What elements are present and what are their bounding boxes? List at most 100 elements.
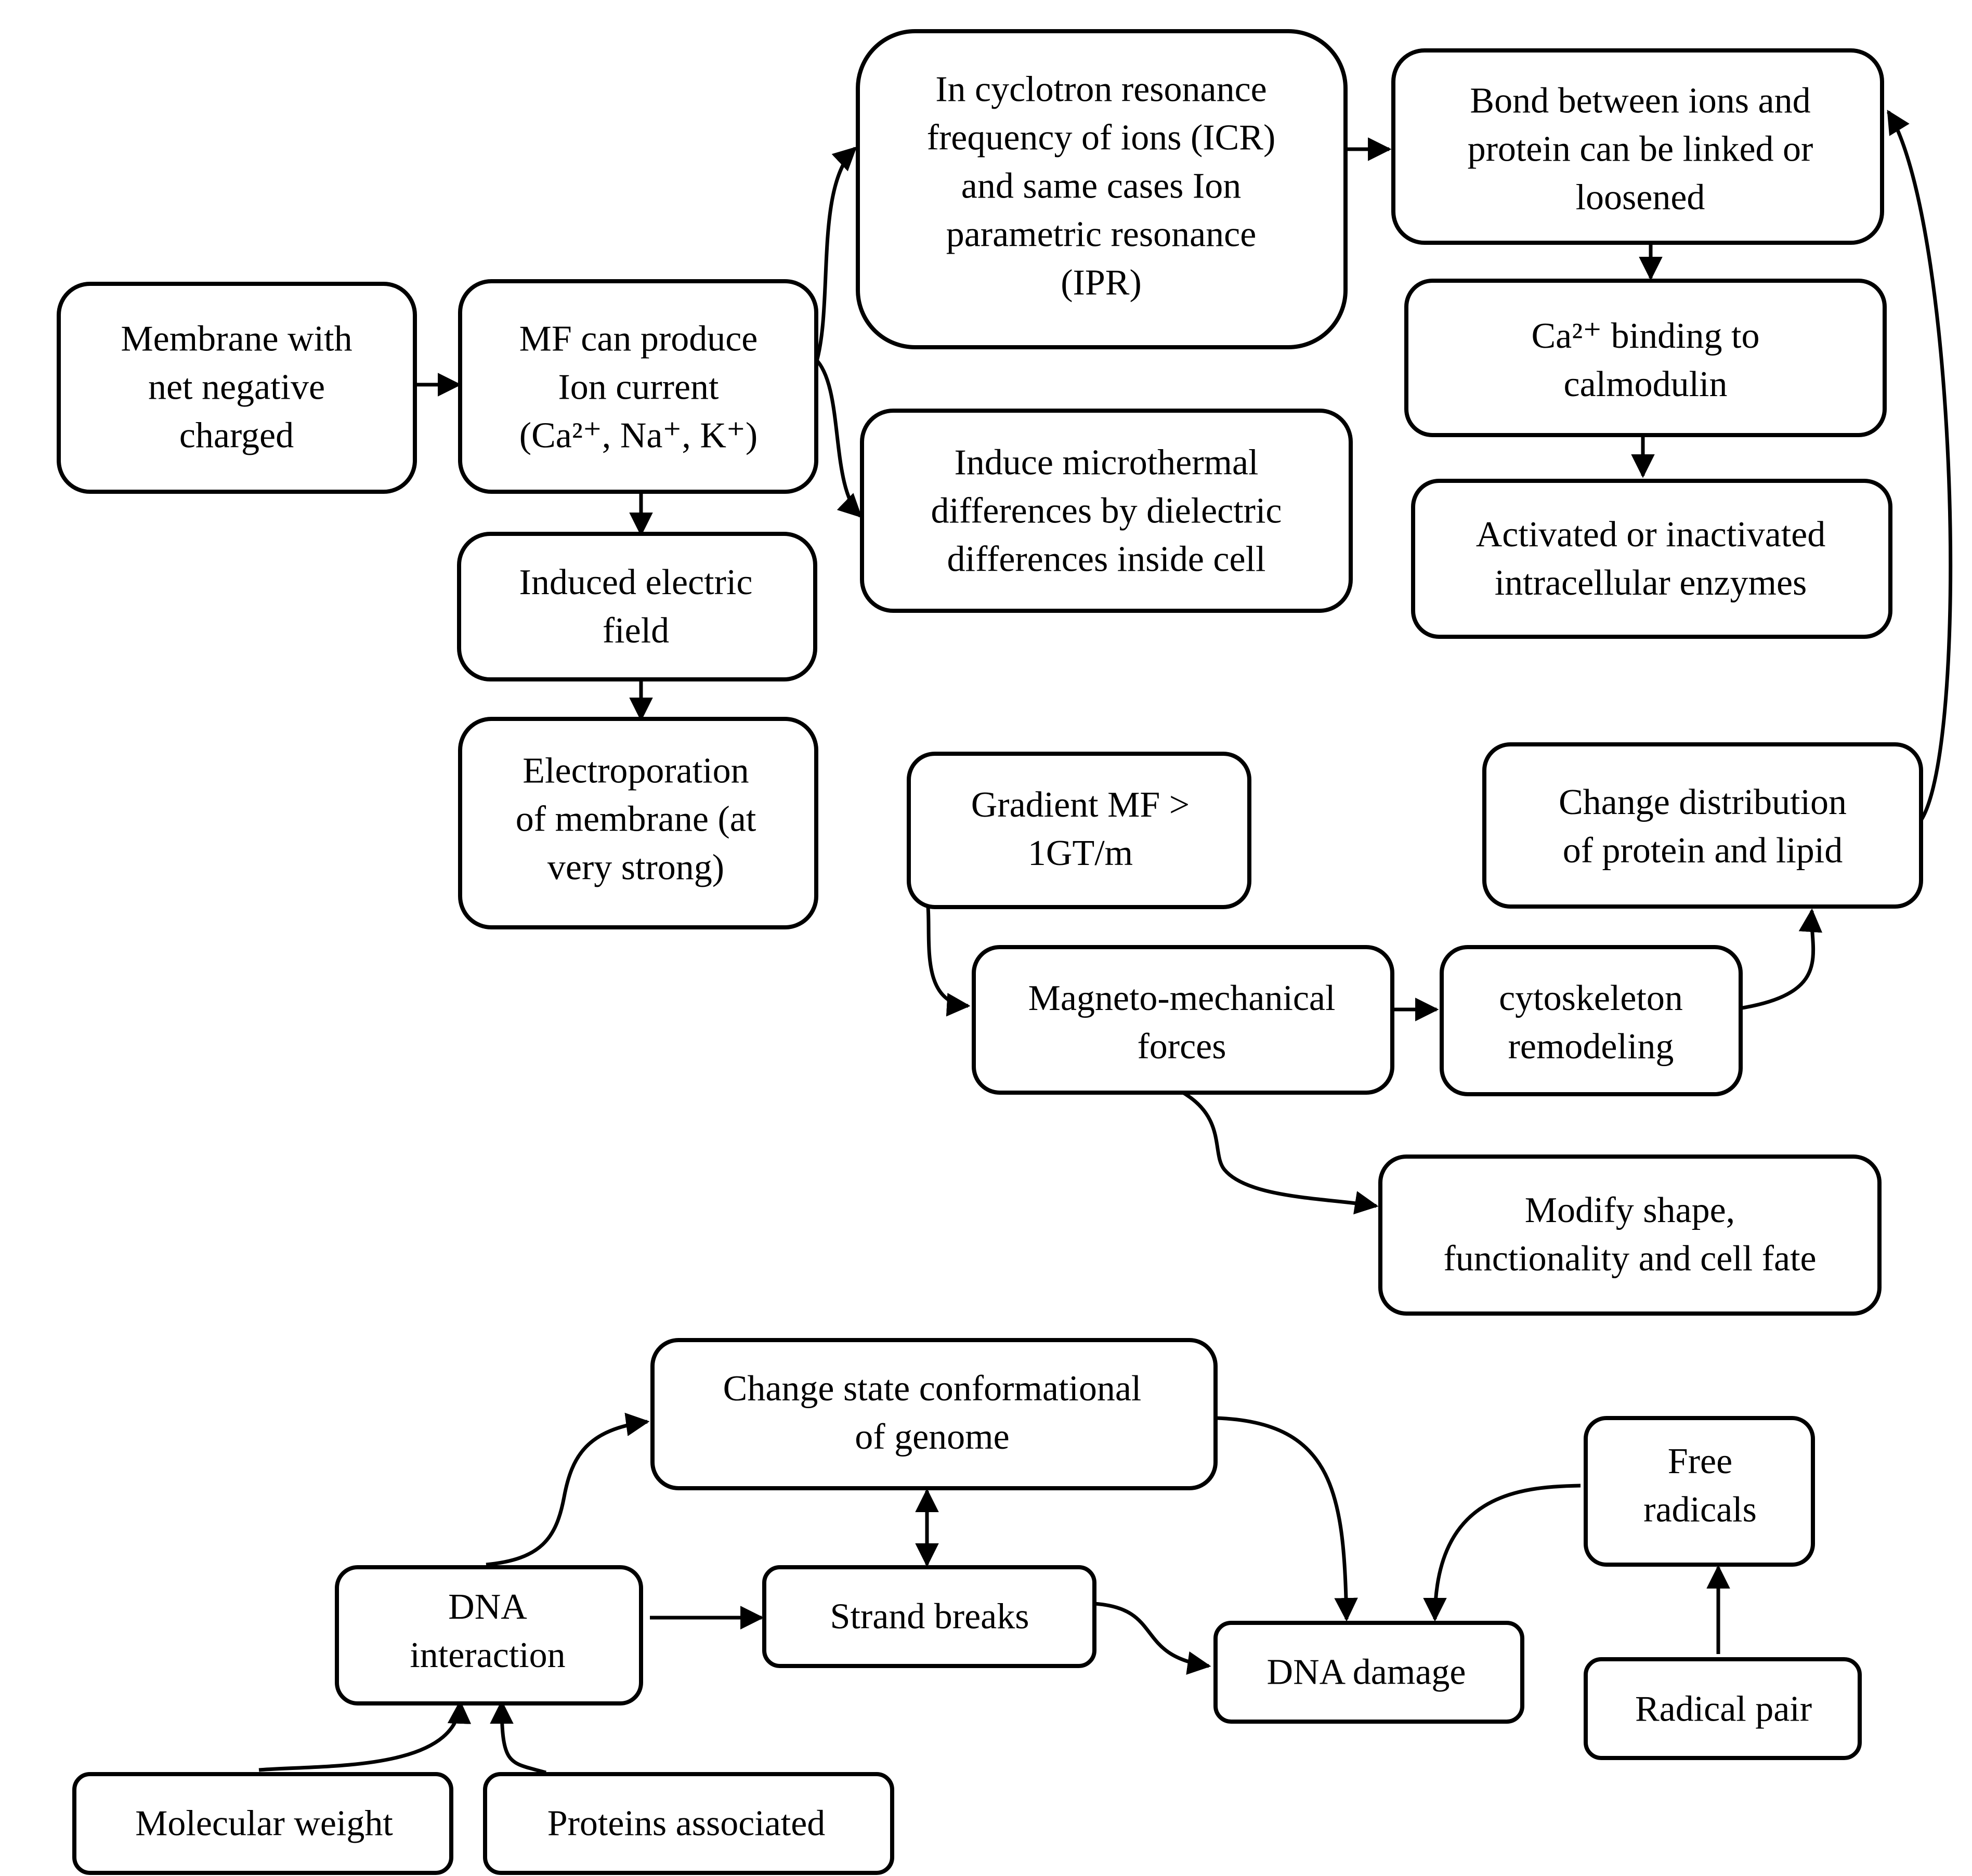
node-box <box>1404 279 1887 437</box>
node-label-line: Induce microthermal <box>954 443 1258 483</box>
node-label-line: intracellular enzymes <box>1495 563 1807 603</box>
node-label-line: and same cases Ion <box>961 166 1241 206</box>
node-box <box>1213 1621 1524 1724</box>
node-box <box>72 1772 453 1875</box>
node-dna-interaction: DNA interaction <box>335 1565 643 1706</box>
node-label-line: DNA <box>448 1587 527 1627</box>
node-label-line: interaction <box>410 1635 565 1675</box>
node-label-line: Electroporation <box>523 751 749 791</box>
node-box <box>907 752 1251 909</box>
node-label-line: Gradient MF > <box>971 785 1190 825</box>
node-box <box>762 1565 1096 1668</box>
node-box <box>1584 1657 1862 1760</box>
node-intracellular-enzymes: Activated or inactivated intracellular en… <box>1411 479 1892 639</box>
node-radical-pair: Radical pair <box>1584 1657 1862 1760</box>
node-label-line: of genome <box>855 1417 1009 1457</box>
node-modify-shape: Modify shape, functionality and cell fate <box>1378 1155 1882 1316</box>
node-box <box>972 945 1394 1095</box>
node-label-line: (IPR) <box>1061 263 1142 303</box>
node-box <box>483 1772 894 1875</box>
node-label-line: Activated or inactivated <box>1476 515 1826 555</box>
node-label-line: Change distribution <box>1559 782 1847 822</box>
node-label-line: Change state conformational <box>723 1369 1142 1409</box>
edge-mf-to-microthermal <box>814 357 863 518</box>
node-label-line: Molecular weight <box>135 1804 393 1844</box>
node-box <box>1440 945 1743 1096</box>
edge-strand-breaks-to-dna-damage <box>1094 1602 1211 1675</box>
node-conformational-genome: Change state conformational of genome <box>650 1338 1218 1490</box>
node-label-line: field <box>603 611 669 651</box>
node-membrane: Membrane with net negative charged <box>57 282 417 494</box>
node-label-line: differences inside cell <box>947 540 1266 580</box>
node-label-line: differences by dielectric <box>931 491 1282 531</box>
node-box <box>1584 1416 1815 1567</box>
edge-mf-to-cyclotron <box>813 146 857 368</box>
node-box <box>650 1338 1218 1490</box>
edge-proteins-associated-to-dna-interaction <box>490 1700 546 1775</box>
node-label-line: functionality and cell fate <box>1443 1239 1816 1279</box>
node-box <box>335 1565 643 1706</box>
node-label-line: Induced electric <box>519 562 753 602</box>
edge-cytoskeleton-to-change-distribution <box>1739 908 1823 1011</box>
node-gradient-mf: Gradient MF > 1GT/m <box>907 752 1251 909</box>
edge-molecular-weight-to-dna-interaction <box>258 1700 472 1772</box>
nodes: Membrane with net negative charged MF can … <box>57 29 1923 1875</box>
node-label-line: very strong) <box>547 848 724 888</box>
edge-gradient-to-magneto <box>926 907 971 1017</box>
node-label-line: (Ca²⁺, Na⁺, K⁺) <box>519 416 758 456</box>
edge-dna-interaction-to-conformational <box>486 1412 650 1567</box>
edge-change-distribution-to-bond <box>1887 110 1953 828</box>
node-box <box>1391 48 1884 245</box>
node-label-line: protein can be linked or <box>1468 129 1813 169</box>
node-label-line: Membrane with <box>121 319 352 359</box>
node-magneto-mechanical-forces: Magneto-mechanical forces <box>972 945 1394 1095</box>
node-cyclotron-resonance: In cyclotron resonance frequency of ions … <box>856 29 1348 349</box>
node-label-line: Ion current <box>558 368 719 408</box>
node-label-line: Radical pair <box>1635 1689 1812 1729</box>
node-label-line: Magneto-mechanical <box>1028 978 1336 1018</box>
node-label-line: charged <box>179 416 294 456</box>
node-molecular-weight: Molecular weight <box>72 1772 453 1875</box>
node-box <box>1411 479 1892 639</box>
node-proteins-associated: Proteins associated <box>483 1772 894 1875</box>
node-label-line: DNA damage <box>1267 1652 1466 1693</box>
node-label-line: frequency of ions (ICR) <box>927 118 1276 158</box>
node-label-line: Proteins associated <box>547 1804 826 1844</box>
node-dna-damage: DNA damage <box>1213 1621 1524 1724</box>
edge-conformational-to-dna-damage <box>1215 1416 1358 1622</box>
node-label-line: radicals <box>1643 1490 1757 1530</box>
node-cytoskeleton-remodeling: cytoskeleton remodeling <box>1440 945 1743 1096</box>
node-label-line: Ca²⁺ binding to <box>1531 316 1759 356</box>
edge-magneto-to-modify-shape <box>1180 1090 1379 1215</box>
node-label-line: MF can produce <box>519 319 758 359</box>
node-label-line: cytoskeleton <box>1499 978 1683 1018</box>
node-box <box>1482 742 1923 909</box>
node-free-radicals: Free radicals <box>1584 1416 1815 1567</box>
node-label-line: forces <box>1137 1027 1226 1067</box>
node-label-line: loosened <box>1576 178 1705 218</box>
node-label-line: Bond between ions and <box>1470 81 1810 121</box>
node-label-line: calmodulin <box>1564 364 1728 404</box>
node-box <box>457 532 817 681</box>
node-label-line: Free <box>1668 1441 1732 1481</box>
node-label-line: In cyclotron resonance <box>935 70 1267 110</box>
node-calmodulin-binding: Ca²⁺ binding to calmodulin <box>1404 279 1887 437</box>
node-box <box>458 717 818 929</box>
node-label-line: Strand breaks <box>830 1597 1029 1637</box>
edge-free-radicals-to-dna-damage <box>1423 1484 1581 1622</box>
node-electroporation: Electroporation of membrane (at very stron… <box>458 717 818 929</box>
node-label-line: 1GT/m <box>1028 833 1133 873</box>
node-label-line: parametric resonance <box>946 215 1257 255</box>
node-bond-ions-protein: Bond between ions and protein can be link… <box>1391 48 1884 245</box>
node-box <box>1378 1155 1882 1316</box>
node-label-line: net negative <box>148 368 325 408</box>
node-induced-electric-field: Induced electric field <box>457 532 817 681</box>
node-box <box>860 409 1353 613</box>
node-label-line: remodeling <box>1508 1027 1674 1067</box>
node-strand-breaks: Strand breaks <box>762 1565 1096 1668</box>
node-label-line: of membrane (at <box>516 799 756 839</box>
node-label-line: Modify shape, <box>1525 1190 1735 1230</box>
